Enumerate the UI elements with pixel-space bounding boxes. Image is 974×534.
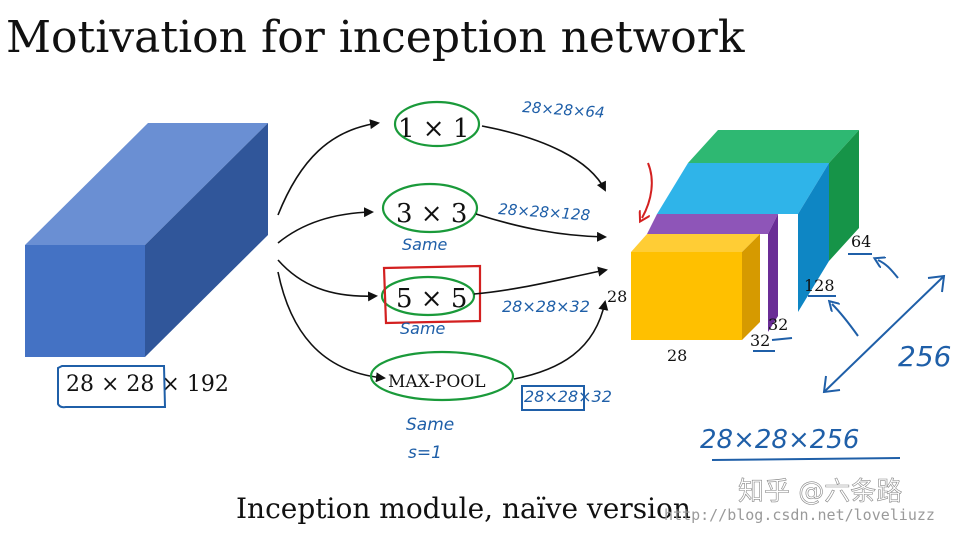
blue-double-arrow-head-bottom (822, 375, 841, 394)
op-5x5-label: 5 × 5 (396, 284, 467, 314)
op-maxpool-label: MAX-POOL (388, 372, 486, 392)
tick-32b (771, 337, 793, 341)
input-dims-underline-box (57, 365, 167, 409)
blue-arrow-64 (878, 260, 899, 279)
op-3x3-label: 3 × 3 (396, 199, 467, 229)
annot-maxpool-box (521, 385, 585, 411)
output-green-side (829, 130, 859, 261)
output-height-label: 28 (607, 287, 627, 306)
output-yellow-front (631, 252, 742, 340)
output-128-label: 128 (804, 276, 835, 295)
arrow-1x1-to-output (481, 125, 606, 192)
watermark-brand: 知乎 @六条路 (738, 477, 902, 507)
arrow-3x3-to-output (475, 213, 607, 242)
arrow-input-to-3x3 (277, 207, 374, 244)
output-cyan-side (798, 163, 829, 312)
annot-total: 28×28×256 (700, 425, 859, 455)
output-yellow-top (631, 234, 760, 252)
watermark-url: http://blog.csdn.net/loveliuzz (664, 506, 935, 524)
input-volume-side (145, 123, 268, 357)
output-yellow-side (742, 234, 760, 340)
blue-double-arrow-head-top (927, 274, 946, 293)
circle-maxpool (369, 350, 515, 402)
op-1x1-label: 1 × 1 (398, 114, 469, 144)
annot-out-3x3: 28×28×128 (498, 200, 591, 224)
annot-same-3x3: Same (402, 235, 448, 254)
arrow-maxpool-to-output (513, 300, 609, 380)
output-purple-top (647, 214, 778, 234)
annot-out-1x1: 28×28×64 (522, 98, 605, 122)
annot-stride: s=1 (408, 443, 442, 463)
slide-caption: Inception module, naïve version (236, 492, 691, 525)
input-volume-top (25, 123, 268, 245)
input-dims-label: 28 × 28 × 192 (66, 372, 229, 397)
blue-arrow-128 (832, 304, 859, 337)
output-32a-label: 32 (750, 331, 770, 350)
output-width-label: 28 (667, 346, 687, 365)
input-volume-front (25, 245, 145, 357)
output-green-top (688, 130, 859, 163)
annot-total-underline (711, 457, 901, 461)
output-purple-side (768, 214, 778, 332)
circle-5x5 (380, 275, 476, 317)
arrow-5x5-to-output (473, 266, 608, 295)
annot-same-maxpool: Same (406, 415, 454, 435)
blue-double-arrow-depth (823, 275, 945, 393)
arrow-input-to-1x1 (277, 119, 380, 216)
output-32b-label: 32 (768, 315, 788, 334)
output-64-label: 64 (851, 232, 871, 251)
annot-depth: 256 (898, 340, 951, 373)
arrow-input-to-maxpool (277, 271, 386, 383)
annot-out-maxpool: 28×28×32 (524, 387, 612, 406)
red-box-5x5 (382, 264, 482, 325)
circle-3x3 (381, 182, 479, 234)
circle-1x1 (393, 100, 481, 148)
annot-same-5x5: Same (400, 319, 446, 338)
slide-title: Motivation for inception network (6, 12, 745, 63)
input-volume (25, 123, 268, 357)
red-pointer-arrow (642, 162, 653, 218)
annot-out-5x5: 28×28×32 (502, 297, 590, 316)
arrow-input-to-5x5 (277, 259, 378, 302)
output-volume (631, 130, 859, 340)
output-cyan-top (657, 163, 829, 214)
